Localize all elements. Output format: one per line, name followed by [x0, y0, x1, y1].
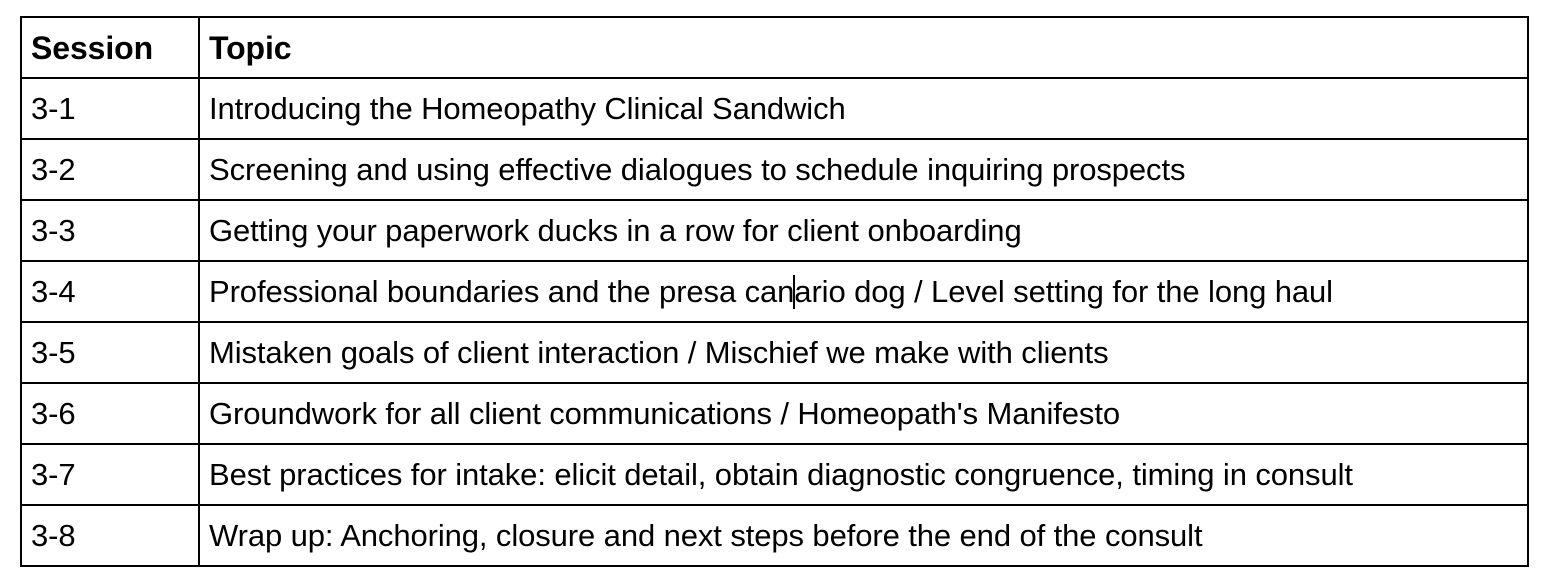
topic-cell[interactable]: Best practices for intake: elicit detail…	[198, 443, 1529, 506]
table-row[interactable]: 3-5 Mistaken goals of client interaction…	[20, 321, 1529, 384]
table-header-row: Session Topic	[20, 16, 1529, 79]
topic-cell[interactable]: Mistaken goals of client interaction / M…	[198, 321, 1529, 384]
session-cell[interactable]: 3-1	[20, 77, 200, 140]
topic-cell[interactable]: Getting your paperwork ducks in a row fo…	[198, 199, 1529, 262]
session-cell[interactable]: 3-7	[20, 443, 200, 506]
session-cell[interactable]: 3-6	[20, 382, 200, 445]
topic-cell[interactable]: Screening and using effective dialogues …	[198, 138, 1529, 201]
table-row[interactable]: 3-1 Introducing the Homeopathy Clinical …	[20, 77, 1529, 140]
table-row[interactable]: 3-3 Getting your paperwork ducks in a ro…	[20, 199, 1529, 262]
table-row[interactable]: 3-8 Wrap up: Anchoring, closure and next…	[20, 504, 1529, 567]
topic-cell-editing[interactable]: Professional boundaries and the presa ca…	[198, 260, 1529, 323]
session-cell[interactable]: 3-3	[20, 199, 200, 262]
column-header-session: Session	[20, 16, 200, 79]
session-cell[interactable]: 3-8	[20, 504, 200, 567]
topic-cell[interactable]: Wrap up: Anchoring, closure and next ste…	[198, 504, 1529, 567]
session-cell[interactable]: 3-4	[20, 260, 200, 323]
text-cursor-caret	[793, 274, 796, 309]
table-row[interactable]: 3-2 Screening and using effective dialog…	[20, 138, 1529, 201]
session-cell[interactable]: 3-5	[20, 321, 200, 384]
table-row[interactable]: 3-6 Groundwork for all client communicat…	[20, 382, 1529, 445]
topic-cell[interactable]: Groundwork for all client communications…	[198, 382, 1529, 445]
session-cell[interactable]: 3-2	[20, 138, 200, 201]
table-header: Session Topic	[20, 16, 1529, 79]
column-header-topic: Topic	[198, 16, 1529, 79]
topic-text-before-caret: Professional boundaries and the presa ca…	[209, 273, 795, 309]
table-row[interactable]: 3-4 Professional boundaries and the pres…	[20, 260, 1529, 323]
topic-cell[interactable]: Introducing the Homeopathy Clinical Sand…	[198, 77, 1529, 140]
session-topic-table-container: Session Topic 3-1 Introducing the Homeop…	[20, 16, 1529, 567]
session-topic-table: Session Topic 3-1 Introducing the Homeop…	[20, 16, 1529, 567]
table-body: 3-1 Introducing the Homeopathy Clinical …	[20, 77, 1529, 567]
table-row[interactable]: 3-7 Best practices for intake: elicit de…	[20, 443, 1529, 506]
topic-text-after-caret: ario dog / Level setting for the long ha…	[794, 273, 1333, 309]
